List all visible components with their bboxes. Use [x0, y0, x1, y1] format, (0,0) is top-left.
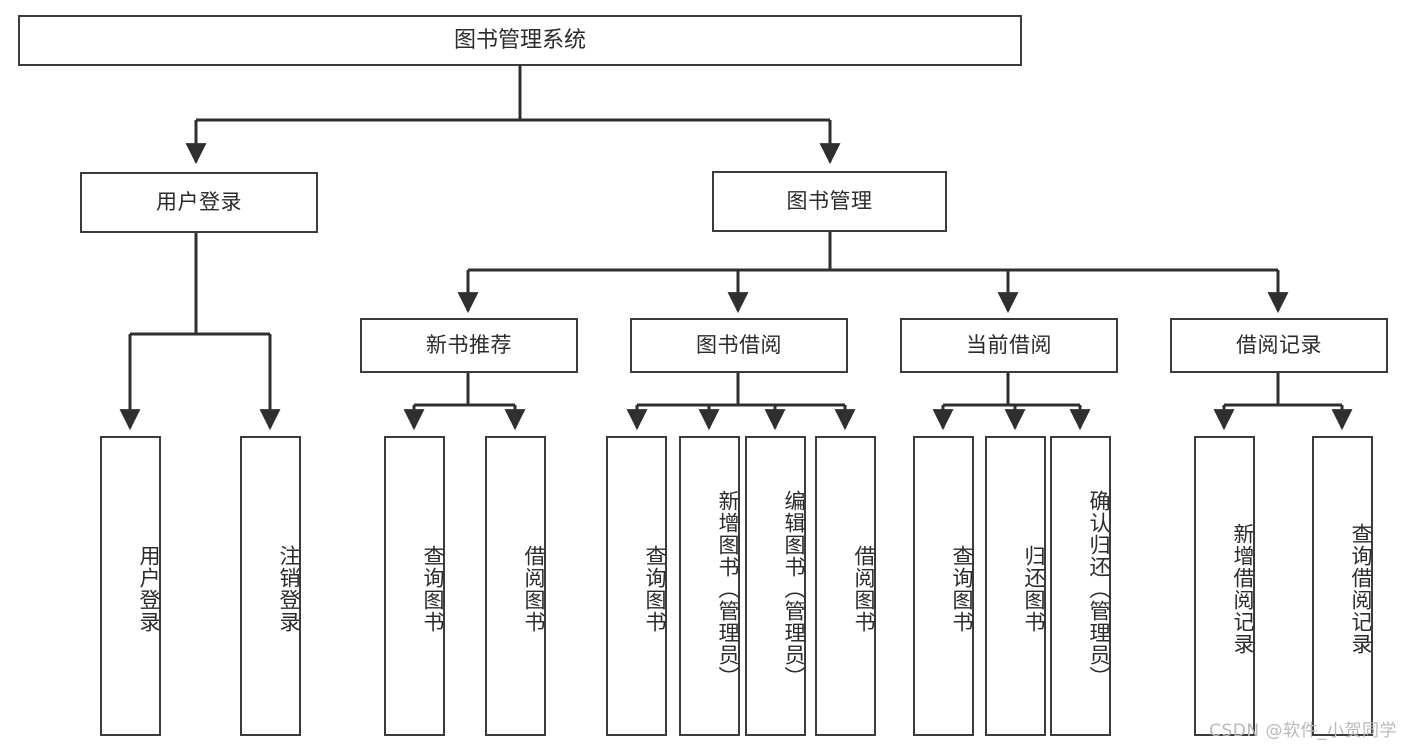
node-user-login[interactable]: 用户登录 — [80, 172, 318, 233]
node-label: 新增借阅记录 — [1231, 523, 1255, 655]
node-label: 借阅记录 — [1236, 333, 1322, 358]
node-label: 用户登录 — [137, 545, 161, 633]
node-label: 归还图书 — [1022, 545, 1046, 633]
node-label: 当前借阅 — [966, 333, 1052, 358]
node-label: 查询图书 — [643, 545, 667, 633]
node-leaf-add-record[interactable]: 新增借阅记录 — [1194, 436, 1255, 736]
node-leaf-add-book[interactable]: 新增图书（管理员） — [679, 436, 740, 736]
node-label: 新书推荐 — [426, 333, 512, 358]
node-label: 图书借阅 — [696, 333, 782, 358]
node-new-book-recommend[interactable]: 新书推荐 — [360, 318, 578, 373]
node-leaf-return-book[interactable]: 归还图书 — [985, 436, 1046, 736]
node-label: 新增图书（管理员） — [716, 490, 740, 688]
node-leaf-query-record[interactable]: 查询借阅记录 — [1312, 436, 1373, 736]
node-label: 查询图书 — [950, 545, 974, 633]
node-book-borrow[interactable]: 图书借阅 — [630, 318, 848, 373]
node-leaf-edit-book[interactable]: 编辑图书（管理员） — [745, 436, 806, 736]
node-leaf-borrow-book-2[interactable]: 借阅图书 — [815, 436, 876, 736]
node-label: 用户登录 — [156, 190, 242, 215]
node-leaf-borrow-book-1[interactable]: 借阅图书 — [485, 436, 546, 736]
node-label: 编辑图书（管理员） — [782, 490, 806, 688]
node-label: 注销登录 — [277, 545, 301, 633]
node-label: 图书管理系统 — [453, 27, 586, 53]
node-leaf-query-book-2[interactable]: 查询图书 — [606, 436, 667, 736]
node-leaf-logout-login[interactable]: 注销登录 — [240, 436, 301, 736]
node-leaf-query-book-1[interactable]: 查询图书 — [384, 436, 445, 736]
node-label: 确认归还（管理员） — [1087, 490, 1111, 688]
node-label: 借阅图书 — [852, 545, 876, 633]
node-book-manage[interactable]: 图书管理 — [712, 171, 947, 232]
node-leaf-query-book-3[interactable]: 查询图书 — [913, 436, 974, 736]
node-current-borrow[interactable]: 当前借阅 — [900, 318, 1118, 373]
node-leaf-user-login[interactable]: 用户登录 — [100, 436, 161, 736]
node-label: 借阅图书 — [522, 545, 546, 633]
node-label: 查询借阅记录 — [1349, 523, 1373, 655]
csdn-watermark: CSDN @软件_小贺同学 — [1209, 721, 1397, 741]
node-label: 查询图书 — [421, 545, 445, 633]
node-leaf-confirm-return[interactable]: 确认归还（管理员） — [1050, 436, 1111, 736]
node-borrow-record[interactable]: 借阅记录 — [1170, 318, 1388, 373]
node-label: 图书管理 — [786, 189, 873, 214]
node-root-book-management-system[interactable]: 图书管理系统 — [18, 15, 1022, 66]
